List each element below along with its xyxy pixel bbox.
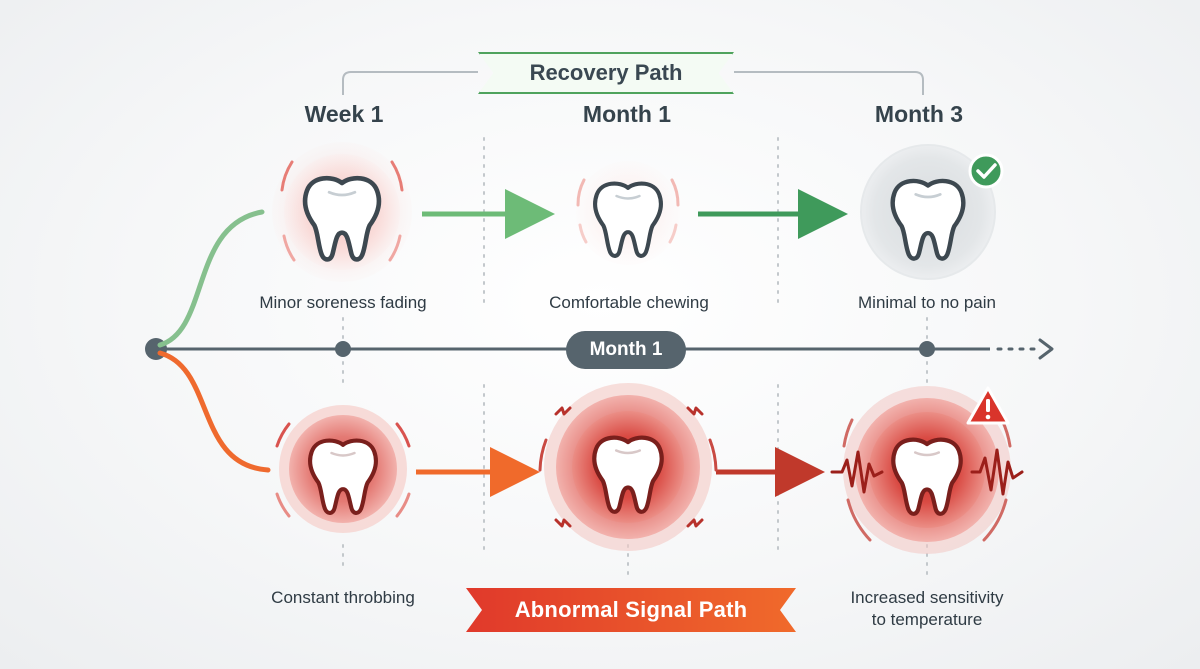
timeline-marker-label: Month 1 — [566, 331, 686, 369]
abnormal-path-title: Abnormal Signal Path — [514, 597, 748, 622]
recovery-stage-month3 — [860, 144, 1004, 280]
recovery-path-title: Recovery Path — [529, 60, 683, 85]
timeline-node-month3 — [919, 341, 935, 357]
abnormal-banner — [466, 588, 796, 632]
caption-abnormal-1: Constant throbbing — [271, 588, 415, 607]
caption-recovery-1: Minor soreness fading — [259, 293, 427, 312]
caption-abnormal-3-line2: to temperature — [871, 610, 983, 629]
recovery-stage-month1 — [576, 161, 680, 265]
timeline-arrowhead — [1038, 338, 1054, 360]
abnormal-branch-curve — [157, 350, 271, 473]
abnormal-stage-3 — [830, 386, 1024, 554]
header-week-1: Week 1 — [304, 101, 384, 127]
abnormal-stage-2 — [538, 383, 718, 551]
recovery-branch-curve — [157, 209, 265, 348]
caption-recovery-2: Comfortable chewing — [549, 293, 709, 312]
header-month-1: Month 1 — [582, 101, 672, 127]
timeline-node-week1 — [335, 341, 351, 357]
recovery-banner — [478, 52, 734, 94]
pulse-wave-left — [830, 450, 884, 494]
recovery-stage-week1 — [272, 142, 412, 282]
column-separators — [342, 137, 928, 579]
caption-abnormal-3-line1: Increased sensitivity — [850, 588, 1004, 607]
pulse-wave-right — [970, 448, 1024, 496]
caption-recovery-3: Minimal to no pain — [858, 293, 996, 312]
abnormal-stage-1 — [275, 405, 411, 533]
header-month-3: Month 3 — [874, 101, 964, 127]
warning-icon — [966, 386, 1010, 425]
check-icon — [968, 153, 1004, 189]
recovery-bracket — [342, 71, 924, 95]
